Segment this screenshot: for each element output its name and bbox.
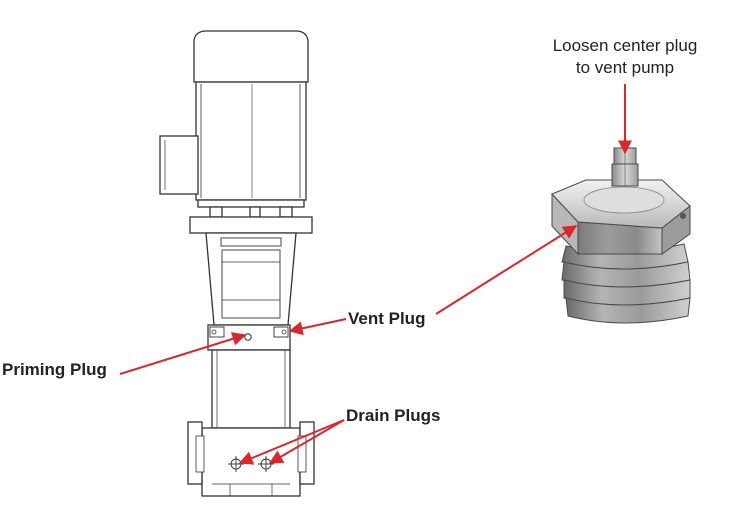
plug-hex xyxy=(551,179,691,256)
priming-plug-label: Priming Plug xyxy=(2,360,107,379)
vent-arrow-pump xyxy=(288,318,347,336)
plug-threads xyxy=(561,243,691,324)
loosen-label-line1: Loosen center plug xyxy=(552,36,698,55)
loosen-center-plug-label: Loosen center plug to vent pump xyxy=(520,35,730,79)
pump-base xyxy=(201,427,301,497)
vent-plug-illustration xyxy=(551,147,691,324)
loosen-label-line2: to vent pump xyxy=(575,58,675,77)
drain-plug-right-mark xyxy=(258,456,274,472)
pump-sleeve xyxy=(211,349,291,429)
motor-body xyxy=(195,81,307,201)
vent-arrow-plug xyxy=(435,225,578,315)
drain-arrow-right xyxy=(268,419,345,464)
motor-flange xyxy=(189,216,313,234)
motor-top-cap xyxy=(193,30,309,83)
pump-drawing xyxy=(159,30,315,497)
drain-plugs-label: Drain Plugs xyxy=(346,406,441,425)
vent-plug-label: Vent Plug xyxy=(348,309,426,328)
priming-plug-mark xyxy=(244,333,252,341)
priming-arrow xyxy=(119,332,247,375)
terminal-box xyxy=(159,135,199,195)
plug-center-nut xyxy=(611,147,639,187)
drain-arrow-left xyxy=(238,419,345,465)
annotation-arrows xyxy=(119,84,632,465)
